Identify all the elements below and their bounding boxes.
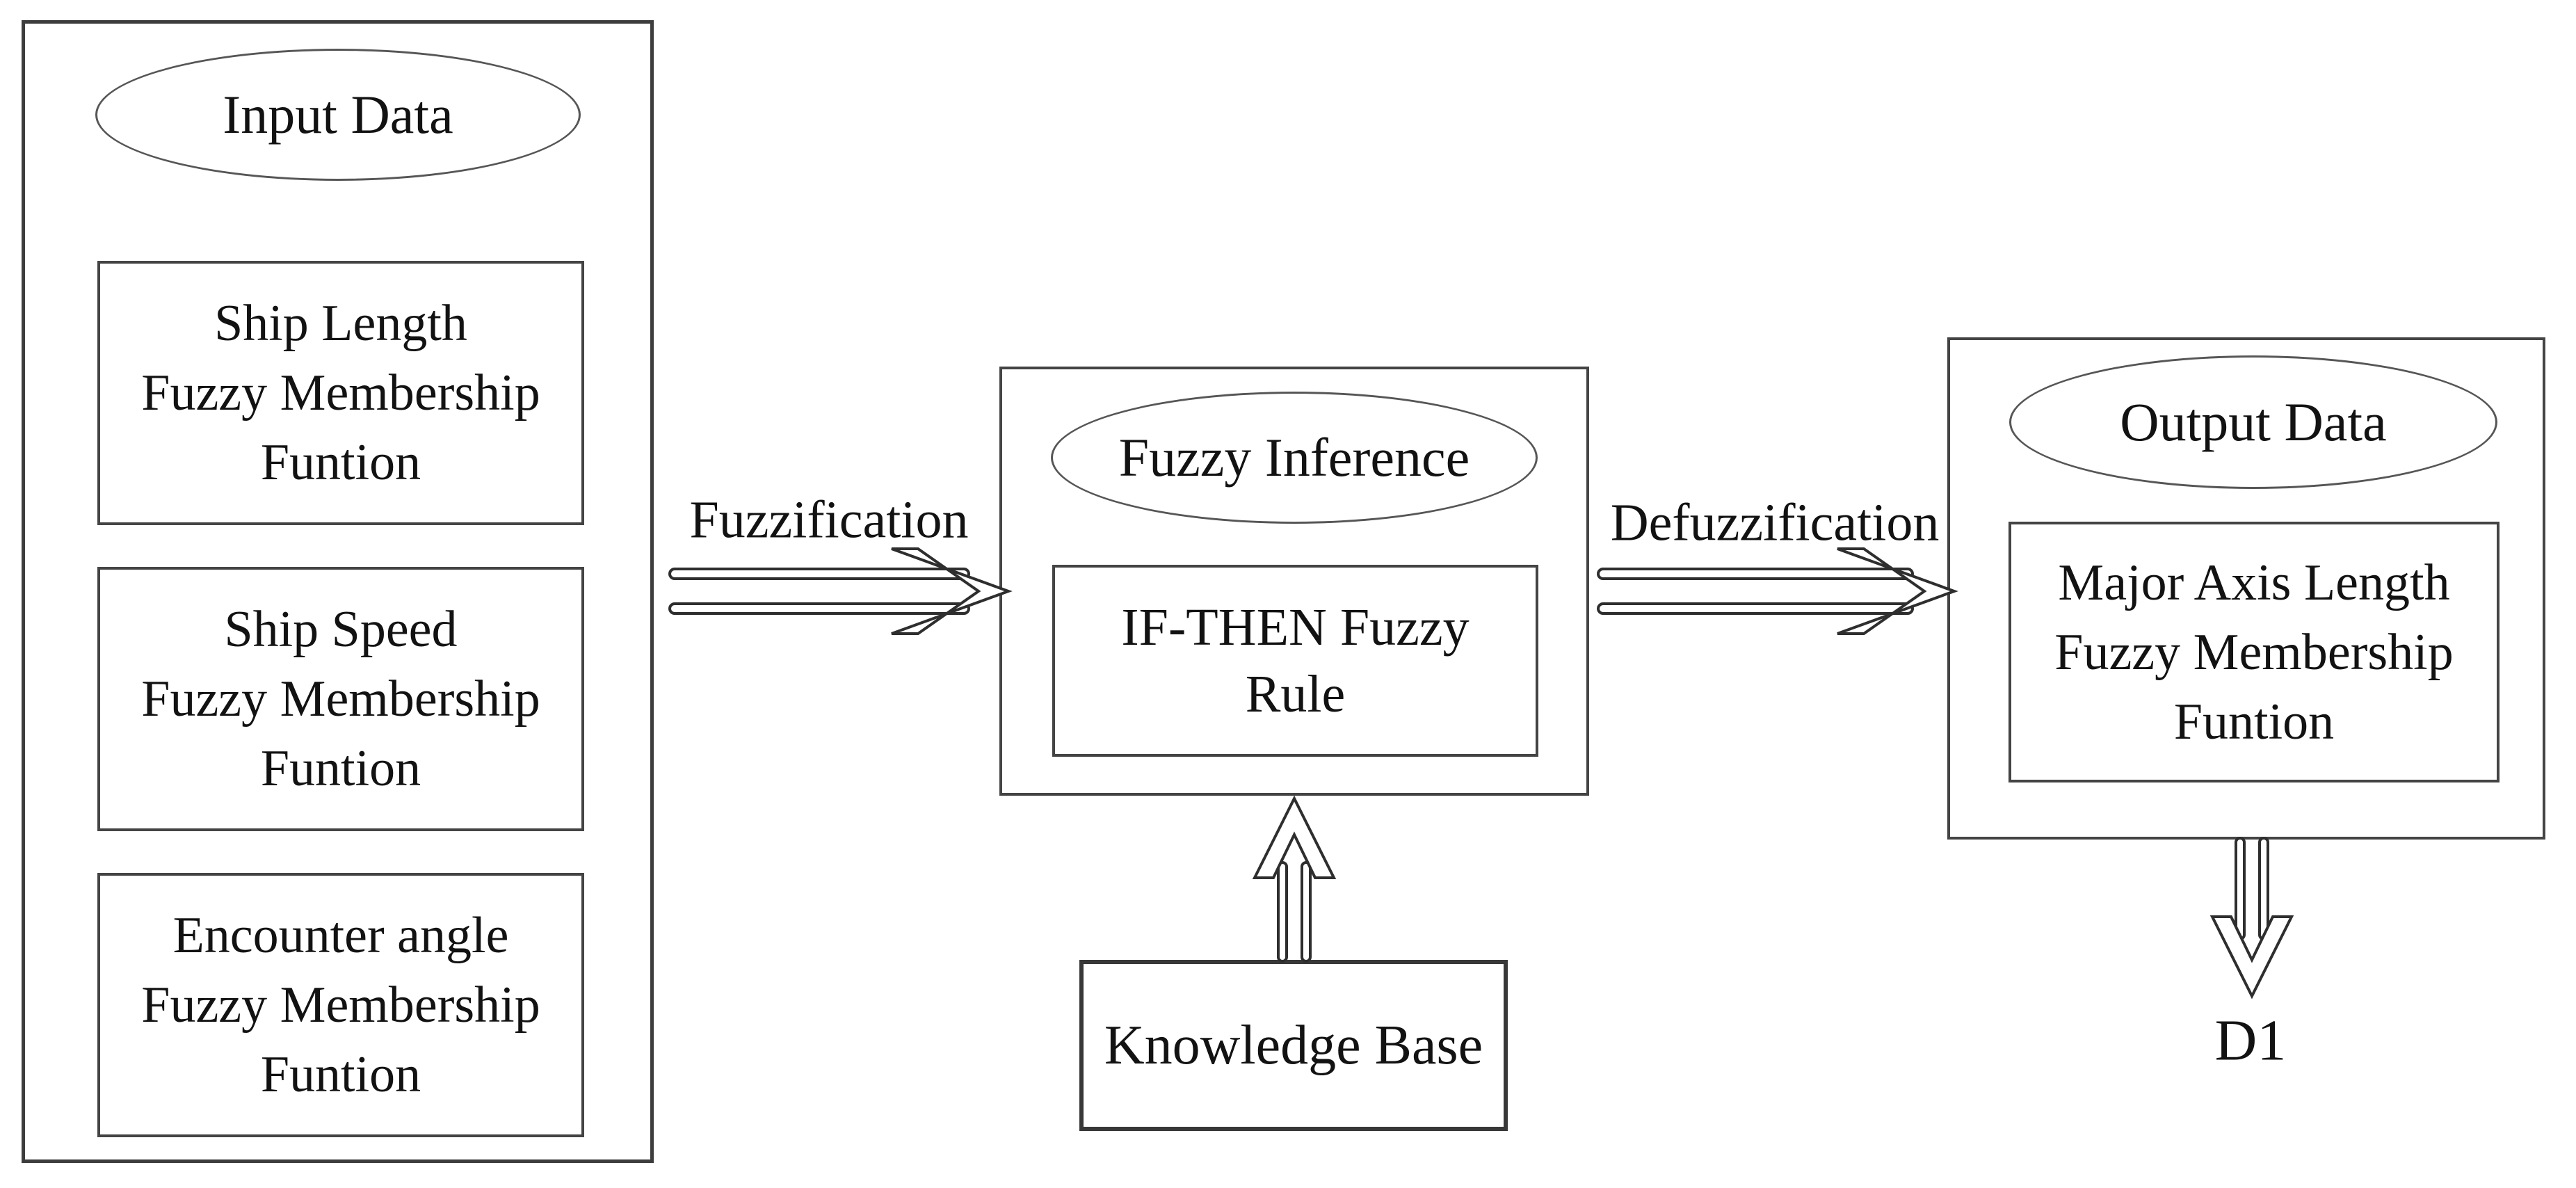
d1-result-label: D1	[2214, 1008, 2287, 1073]
ship-length-text: Ship Length Fuzzy Membership Funtion	[97, 261, 584, 525]
output-data-ellipse: Output Data	[2009, 355, 2497, 489]
encounter-angle-box	[97, 873, 584, 1137]
if-then-rule-box	[1052, 565, 1538, 757]
input-data-title: Input Data	[223, 84, 453, 145]
output-data-title: Output Data	[2120, 392, 2387, 452]
fuzzification-label: Fuzzification	[689, 490, 969, 549]
knowledge-base-box: Knowledge Base	[1079, 960, 1508, 1131]
if-then-rule-line-1: IF-THEN Fuzzy	[1121, 598, 1470, 657]
ship-speed-box	[97, 567, 584, 831]
ship-length-line-2: Fuzzy Membership	[141, 364, 540, 422]
ship-length-line-3: Funtion	[260, 434, 421, 491]
major-axis-length-text: Major Axis Length Fuzzy Membership Funti…	[2009, 522, 2499, 782]
encounter-angle-line-1: Encounter angle	[172, 907, 509, 964]
knowledge-base-up-arrow-icon	[1252, 795, 1337, 963]
knowledge-base-label: Knowledge Base	[1104, 1014, 1483, 1076]
if-then-rule-line-2: Rule	[1245, 665, 1346, 723]
ship-speed-line-1: Ship Speed	[224, 601, 458, 658]
fuzzification-arrow-icon	[668, 547, 1013, 635]
if-then-rule-text: IF-THEN Fuzzy Rule	[1052, 565, 1538, 757]
ship-speed-line-2: Fuzzy Membership	[141, 671, 540, 728]
ship-speed-text: Ship Speed Fuzzy Membership Funtion	[97, 567, 584, 831]
major-axis-line-1: Major Axis Length	[2058, 554, 2450, 611]
major-axis-length-box	[2009, 522, 2499, 782]
fuzzy-inference-title: Fuzzy Inference	[1118, 427, 1470, 488]
ship-speed-line-3: Funtion	[260, 740, 421, 797]
encounter-angle-text: Encounter angle Fuzzy Membership Funtion	[97, 873, 584, 1137]
output-down-arrow-icon	[2209, 837, 2294, 1000]
major-axis-line-2: Fuzzy Membership	[2054, 623, 2454, 681]
defuzzification-label: Defuzzification	[1610, 493, 1940, 552]
defuzzification-arrow-icon	[1597, 547, 1958, 635]
ship-length-line-1: Ship Length	[214, 295, 467, 352]
input-data-ellipse: Input Data	[95, 49, 581, 181]
fuzzy-inference-ellipse: Fuzzy Inference	[1051, 392, 1538, 524]
encounter-angle-line-2: Fuzzy Membership	[141, 977, 540, 1034]
ship-length-box	[97, 261, 584, 525]
major-axis-line-3: Funtion	[2173, 693, 2335, 750]
encounter-angle-line-3: Funtion	[260, 1046, 421, 1103]
